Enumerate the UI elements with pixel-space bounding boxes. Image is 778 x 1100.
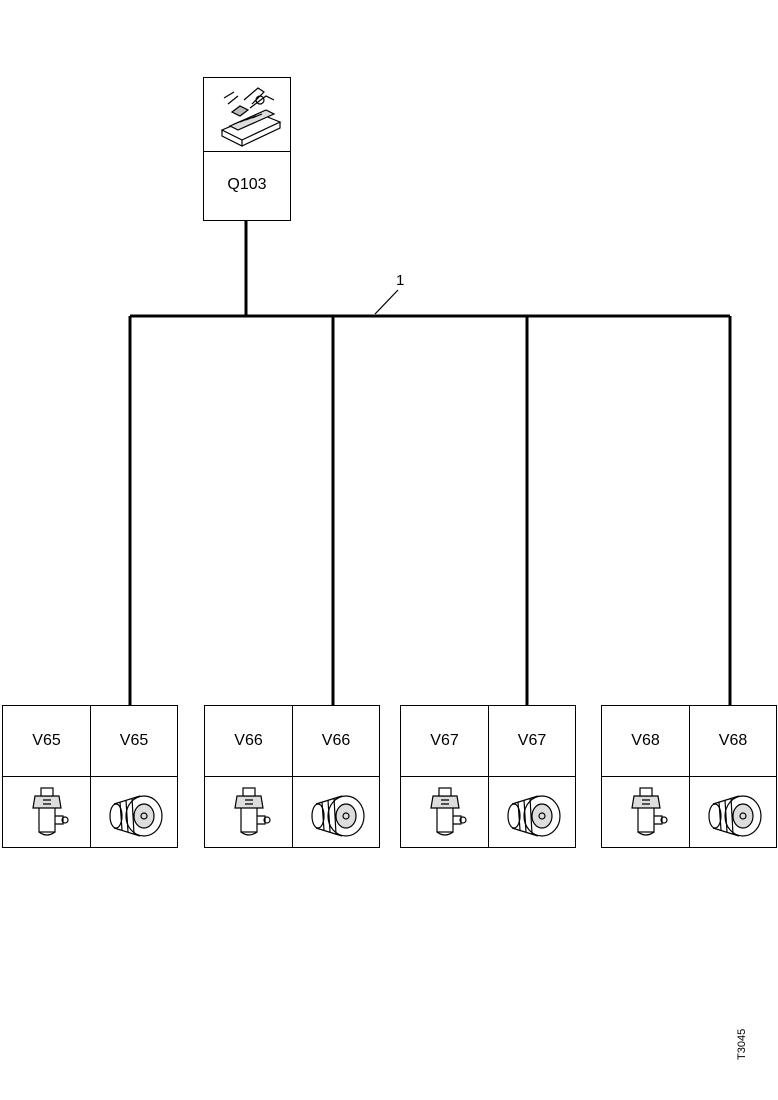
component-image-left xyxy=(17,782,77,842)
component-group-1: V65 V65 xyxy=(2,705,178,848)
group-divider-horizontal xyxy=(205,776,379,777)
valve-icon xyxy=(234,787,271,836)
component-image-left xyxy=(415,782,475,842)
component-image-left xyxy=(219,782,279,842)
component-code-left: V68 xyxy=(631,732,660,749)
component-image-right xyxy=(699,782,769,842)
component-code-right: V66 xyxy=(321,732,351,749)
group-divider-horizontal xyxy=(602,776,776,777)
valve-icon xyxy=(430,787,467,836)
component-group-4: V68 V68 xyxy=(601,705,777,848)
valve-icon xyxy=(631,787,668,836)
component-code-right: V67 xyxy=(517,732,547,749)
component-group-2: V66 V66 xyxy=(204,705,380,848)
drawing-reference: T3045 xyxy=(736,1028,748,1060)
valve-icon xyxy=(32,787,69,836)
top-module: Q103 xyxy=(203,77,291,221)
component-code-left: V67 xyxy=(430,732,459,749)
motor-icon xyxy=(311,795,365,837)
component-image-left xyxy=(616,782,676,842)
component-image-right xyxy=(498,782,568,842)
component-image-right xyxy=(302,782,372,842)
component-image-right xyxy=(100,782,170,842)
callout-leader xyxy=(374,289,399,315)
component-code-right: V65 xyxy=(119,732,149,749)
component-code-right: V68 xyxy=(718,732,748,749)
group-divider-horizontal xyxy=(3,776,177,777)
motor-icon xyxy=(109,795,163,837)
group-divider-horizontal xyxy=(401,776,575,777)
component-code-left: V65 xyxy=(32,732,61,749)
control-unit-icon xyxy=(220,87,282,147)
top-module-code: Q103 xyxy=(227,176,267,193)
top-module-image xyxy=(204,78,290,152)
motor-icon xyxy=(507,795,561,837)
bus-callout-label: 1 xyxy=(396,272,405,289)
component-code-left: V66 xyxy=(234,732,263,749)
component-group-3: V67 V67 xyxy=(400,705,576,848)
motor-icon xyxy=(708,795,762,837)
